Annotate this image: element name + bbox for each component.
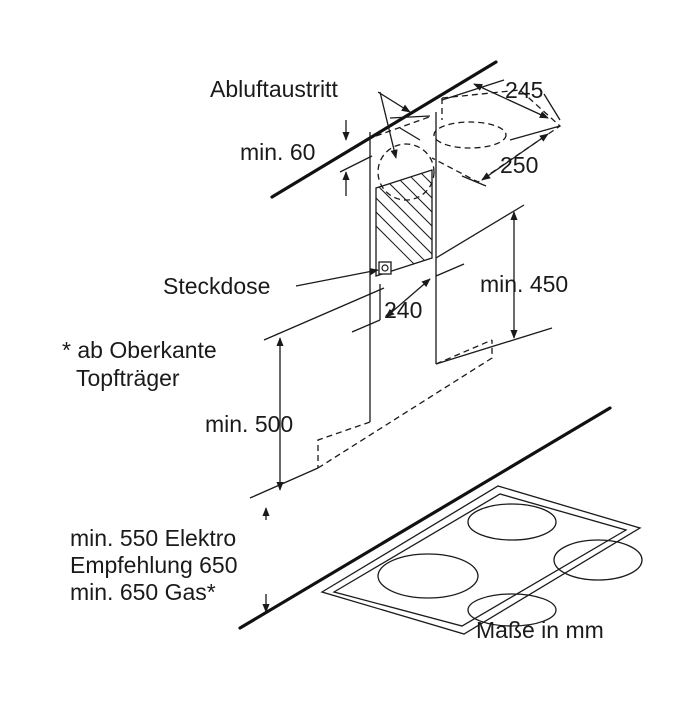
dimension-min-500	[249, 287, 385, 499]
exhaust-outlet-leaders	[377, 91, 411, 159]
socket-leader	[295, 267, 379, 287]
units-label: Maße in mm	[476, 617, 604, 643]
socket-icon	[378, 261, 392, 275]
elektro-label: min. 550 Elektro	[70, 525, 236, 551]
socket-area-hatching	[375, 169, 433, 277]
min-500-label: min. 500	[205, 411, 293, 437]
dimension-min-450	[435, 204, 553, 365]
dimension-250	[461, 125, 561, 187]
ceiling-line	[270, 60, 498, 199]
min-60-label: min. 60	[240, 139, 315, 165]
hood-body-outline	[317, 339, 493, 469]
dim-245-label: 245	[505, 77, 543, 103]
exhaust-outlet-label: Abluftaustritt	[210, 76, 338, 102]
recommendation-label: Empfehlung 650	[70, 552, 238, 578]
top-edge-note-line2: Topfträger	[76, 365, 180, 391]
dimension-min-60	[339, 120, 373, 196]
socket-label: Steckdose	[163, 273, 270, 299]
top-edge-note-line1: * ab Oberkante	[62, 337, 217, 363]
dim-240-label: 240	[384, 297, 422, 323]
dim-250-label: 250	[500, 152, 538, 178]
countertop-line	[238, 406, 612, 630]
min-450-label: min. 450	[480, 271, 568, 297]
gas-label: min. 650 Gas*	[70, 579, 216, 605]
exhaust-outlet-box	[431, 89, 562, 183]
dimension-245	[441, 79, 561, 121]
cooktop	[320, 485, 643, 635]
